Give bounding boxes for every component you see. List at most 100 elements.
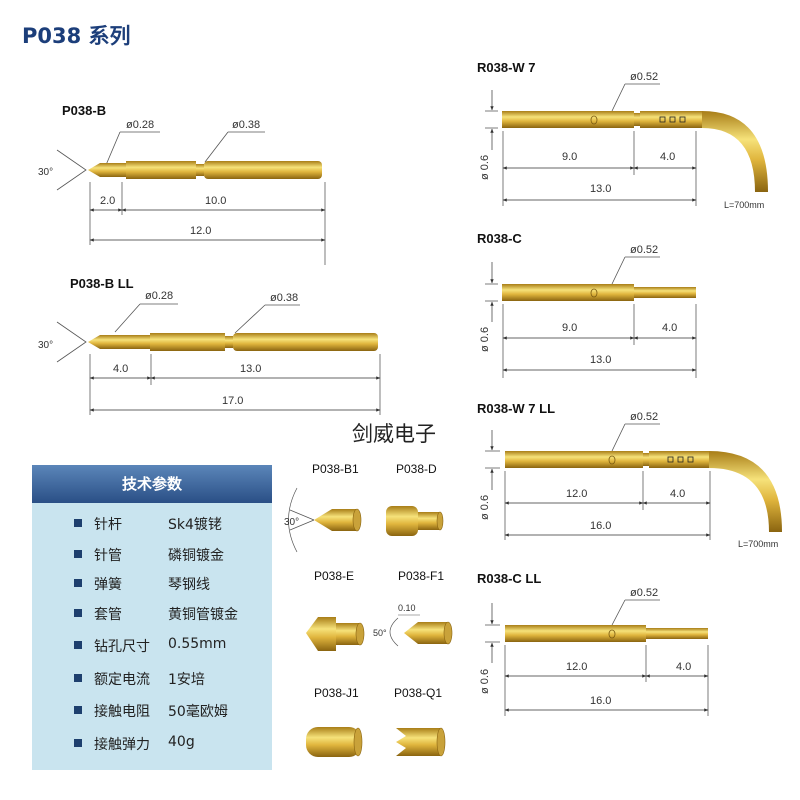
probe-body-front <box>150 333 225 351</box>
probe-p038-b-ll: P038-B LL ø0.28 ø0.38 30° 4.0 13.0 17.0 <box>38 276 381 415</box>
wire-length-label: L=700mm <box>738 539 778 549</box>
body-diameter-label: ø0.38 <box>232 119 260 131</box>
crimp-groove <box>225 336 233 348</box>
dim-body: 13.0 <box>240 363 261 375</box>
tip-shape <box>404 622 448 644</box>
receptacle-barrel <box>502 111 634 128</box>
receptacle-r038-w7: R038-W 7 ø0.52 ø 0.6 9.0 4.0 1 <box>477 60 768 210</box>
receptacle-end <box>649 451 709 468</box>
tip-dim-label: 0.10 <box>398 603 416 613</box>
tip-p038-e: P038-E <box>306 569 365 651</box>
probe-body-front <box>126 161 196 179</box>
dim-total: 16.0 <box>590 520 611 532</box>
bullet-icon <box>74 519 82 527</box>
tip-p038-f1: P038-F1 0.10 50° <box>373 569 453 647</box>
bullet-icon <box>74 550 82 558</box>
plunger-tip <box>88 163 126 177</box>
tip-label: P038-F1 <box>398 569 444 583</box>
param-key: 接触弹力 <box>94 737 150 753</box>
dim-a: 9.0 <box>562 151 577 163</box>
param-value: 磷铜镀金 <box>168 548 224 564</box>
receptacle-end <box>640 111 702 128</box>
tip-angle-label: 30° <box>284 517 299 528</box>
param-row: 针杆 Sk4镀铑 <box>32 511 272 537</box>
tip-p038-d: P038-D <box>386 462 444 536</box>
body-diameter-label: ø0.52 <box>630 71 658 83</box>
param-row: 接触电阻 50毫欧姆 <box>32 698 272 724</box>
angle-label: 30° <box>38 340 53 351</box>
dim-a: 12.0 <box>566 661 587 673</box>
side-diameter-label: ø 0.6 <box>479 495 491 520</box>
body-diameter-label: ø0.38 <box>270 292 298 304</box>
crimp-groove <box>643 453 649 466</box>
probe-body-rear <box>233 333 378 351</box>
tip-diameter-label: ø0.28 <box>145 290 173 302</box>
dim-total: 12.0 <box>190 225 211 237</box>
dim-b: 4.0 <box>676 661 691 673</box>
wire-lead <box>702 111 768 192</box>
dim-a: 12.0 <box>566 488 587 500</box>
dim-total: 17.0 <box>222 395 243 407</box>
param-row: 套管 黄铜管镀金 <box>32 601 272 627</box>
angle-label: 30° <box>38 167 53 178</box>
body-diameter-label: ø0.52 <box>630 587 658 599</box>
page-title: P038 系列 <box>22 24 131 48</box>
tip-label: P038-Q1 <box>394 686 442 700</box>
param-row: 钻孔尺寸 0.55mm <box>32 633 272 659</box>
dim-b: 4.0 <box>670 488 685 500</box>
dim-a: 9.0 <box>562 322 577 334</box>
probe-body-rear <box>204 161 322 179</box>
param-value: 50毫欧姆 <box>168 704 228 720</box>
watermark-text: 剑威电子 <box>352 422 436 446</box>
dim-b: 4.0 <box>660 151 675 163</box>
param-value: 40g <box>168 734 195 750</box>
dim-tip: 2.0 <box>100 195 115 207</box>
receptacle-r038-c: R038-C ø0.52 ø 0.6 9.0 4.0 13.0 <box>477 231 697 378</box>
receptacle-r038-c-ll: R038-C LL ø0.52 ø 0.6 12.0 4.0 16.0 <box>477 571 709 716</box>
tech-params-header: 技术参数 <box>32 465 272 503</box>
side-diameter-label: ø 0.6 <box>479 669 491 694</box>
param-key: 弹簧 <box>94 577 122 593</box>
dim-tip: 4.0 <box>113 363 128 375</box>
tip-shape <box>314 509 357 531</box>
param-key: 接触电阻 <box>94 704 150 720</box>
body-diameter-label: ø0.52 <box>630 244 658 256</box>
tip-label: P038-D <box>396 462 437 476</box>
param-key: 钻孔尺寸 <box>94 639 150 655</box>
side-diameter-label: ø 0.6 <box>479 327 491 352</box>
side-diameter-label: ø 0.6 <box>479 155 491 180</box>
dim-body: 10.0 <box>205 195 226 207</box>
param-value: 黄铜管镀金 <box>168 607 238 623</box>
tip-p038-b1: P038-B1 30° <box>284 462 362 553</box>
receptacle-tail <box>634 287 696 298</box>
param-value: Sk4镀铑 <box>168 517 222 533</box>
bullet-icon <box>74 674 82 682</box>
probe-label: P038-B LL <box>70 276 134 291</box>
receptacle-barrel <box>502 284 634 301</box>
dim-b: 4.0 <box>662 322 677 334</box>
tip-p038-j1: P038-J1 <box>306 686 363 757</box>
tip-label: P038-B1 <box>312 462 359 476</box>
bullet-icon <box>74 706 82 714</box>
body-diameter-label: ø0.52 <box>630 411 658 423</box>
param-value: 琴钢线 <box>168 577 210 593</box>
param-key: 针杆 <box>94 517 122 533</box>
bullet-icon <box>74 609 82 617</box>
wire-length-label: L=700mm <box>724 200 764 210</box>
probe-label: R038-C LL <box>477 571 541 586</box>
tip-label: P038-E <box>314 569 354 583</box>
receptacle-tail <box>646 628 708 639</box>
dim-total: 13.0 <box>590 354 611 366</box>
probe-label: R038-W 7 LL <box>477 401 555 416</box>
receptacle-barrel <box>505 451 643 468</box>
bullet-icon <box>74 641 82 649</box>
bullet-icon <box>74 579 82 587</box>
param-value: 1安培 <box>168 672 205 688</box>
wire-lead <box>709 451 782 532</box>
dim-total: 16.0 <box>590 695 611 707</box>
param-value: 0.55mm <box>168 636 227 652</box>
param-row: 接触弹力 40g <box>32 731 272 757</box>
param-row: 额定电流 1安培 <box>32 666 272 692</box>
probe-label: R038-C <box>477 231 522 246</box>
crimp-groove <box>196 164 204 176</box>
